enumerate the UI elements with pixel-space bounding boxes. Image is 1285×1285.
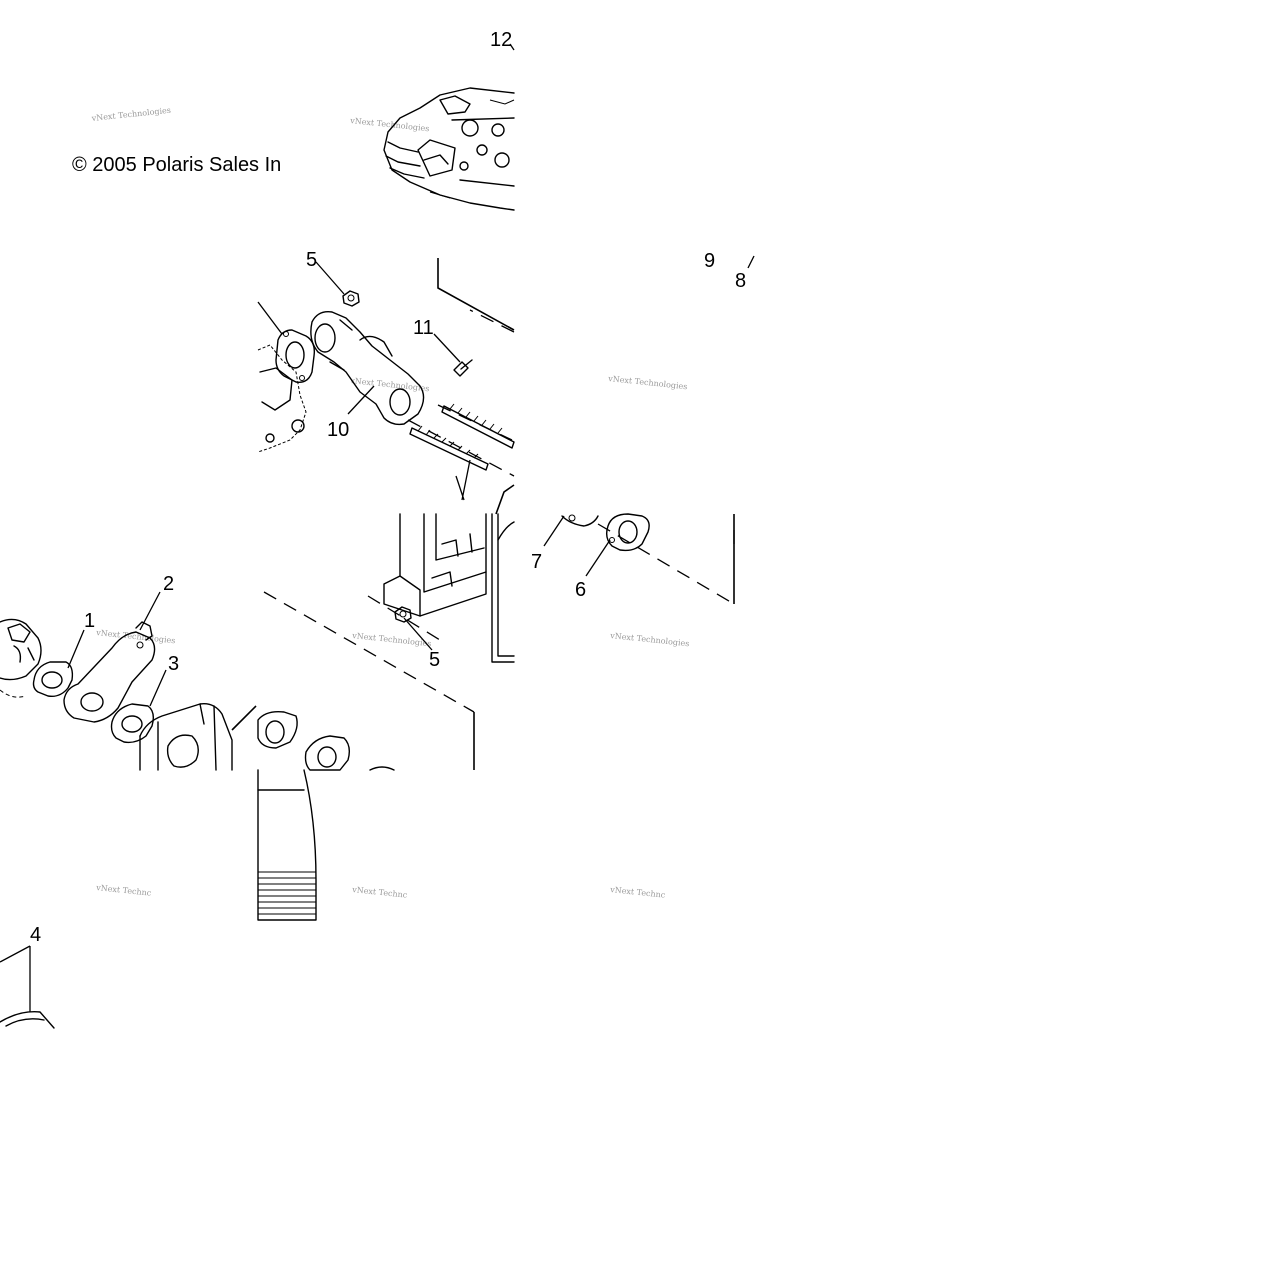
- callout-12: 12: [490, 29, 512, 51]
- watermark-text: vNext Technc: [609, 885, 666, 900]
- gasket-pair: [561, 513, 735, 605]
- spacer-block: [367, 513, 515, 663]
- cover-part: [0, 1011, 55, 1029]
- watermark-text: vNext Technologies: [351, 631, 432, 648]
- leader-lines: [0, 43, 755, 1012]
- callout-7: 7: [531, 551, 542, 573]
- callout-6: 6: [575, 579, 586, 601]
- callout-8: 8: [735, 270, 746, 292]
- watermark-text: vNext Technologies: [609, 631, 690, 648]
- watermark-text: vNext Technologies: [95, 628, 176, 645]
- callout-1: 1: [84, 610, 95, 632]
- watermark-text: vNext Technologies: [607, 374, 688, 391]
- cylinder-head: [383, 87, 515, 211]
- callout-2: 2: [163, 573, 174, 595]
- callout-3: 3: [168, 653, 179, 675]
- callout-9: 9: [704, 250, 715, 272]
- copyright-text: © 2005 Polaris Sales In: [72, 154, 281, 176]
- watermark-text: vNext Technc: [351, 885, 408, 900]
- callout-10: 10: [327, 419, 349, 441]
- watermark-text: vNext Technologies: [349, 376, 430, 393]
- carburetor-assembly: [0, 591, 475, 771]
- callout-labels: 12 5 11 10 9 8 6 7 5 1 2 3 4: [30, 29, 746, 946]
- watermark-text: vNext Technologies: [90, 106, 171, 123]
- intake-flange-assembly: [257, 258, 515, 515]
- watermark-text: vNext Technc: [95, 883, 152, 898]
- watermark-group: vNext Technologies vNext Technologies vN…: [90, 106, 689, 900]
- callout-4: 4: [30, 924, 41, 946]
- callout-11: 11: [413, 317, 434, 339]
- callout-5-top: 5: [306, 249, 317, 271]
- callout-5-bottom: 5: [429, 649, 440, 671]
- muffler-body: [257, 769, 317, 921]
